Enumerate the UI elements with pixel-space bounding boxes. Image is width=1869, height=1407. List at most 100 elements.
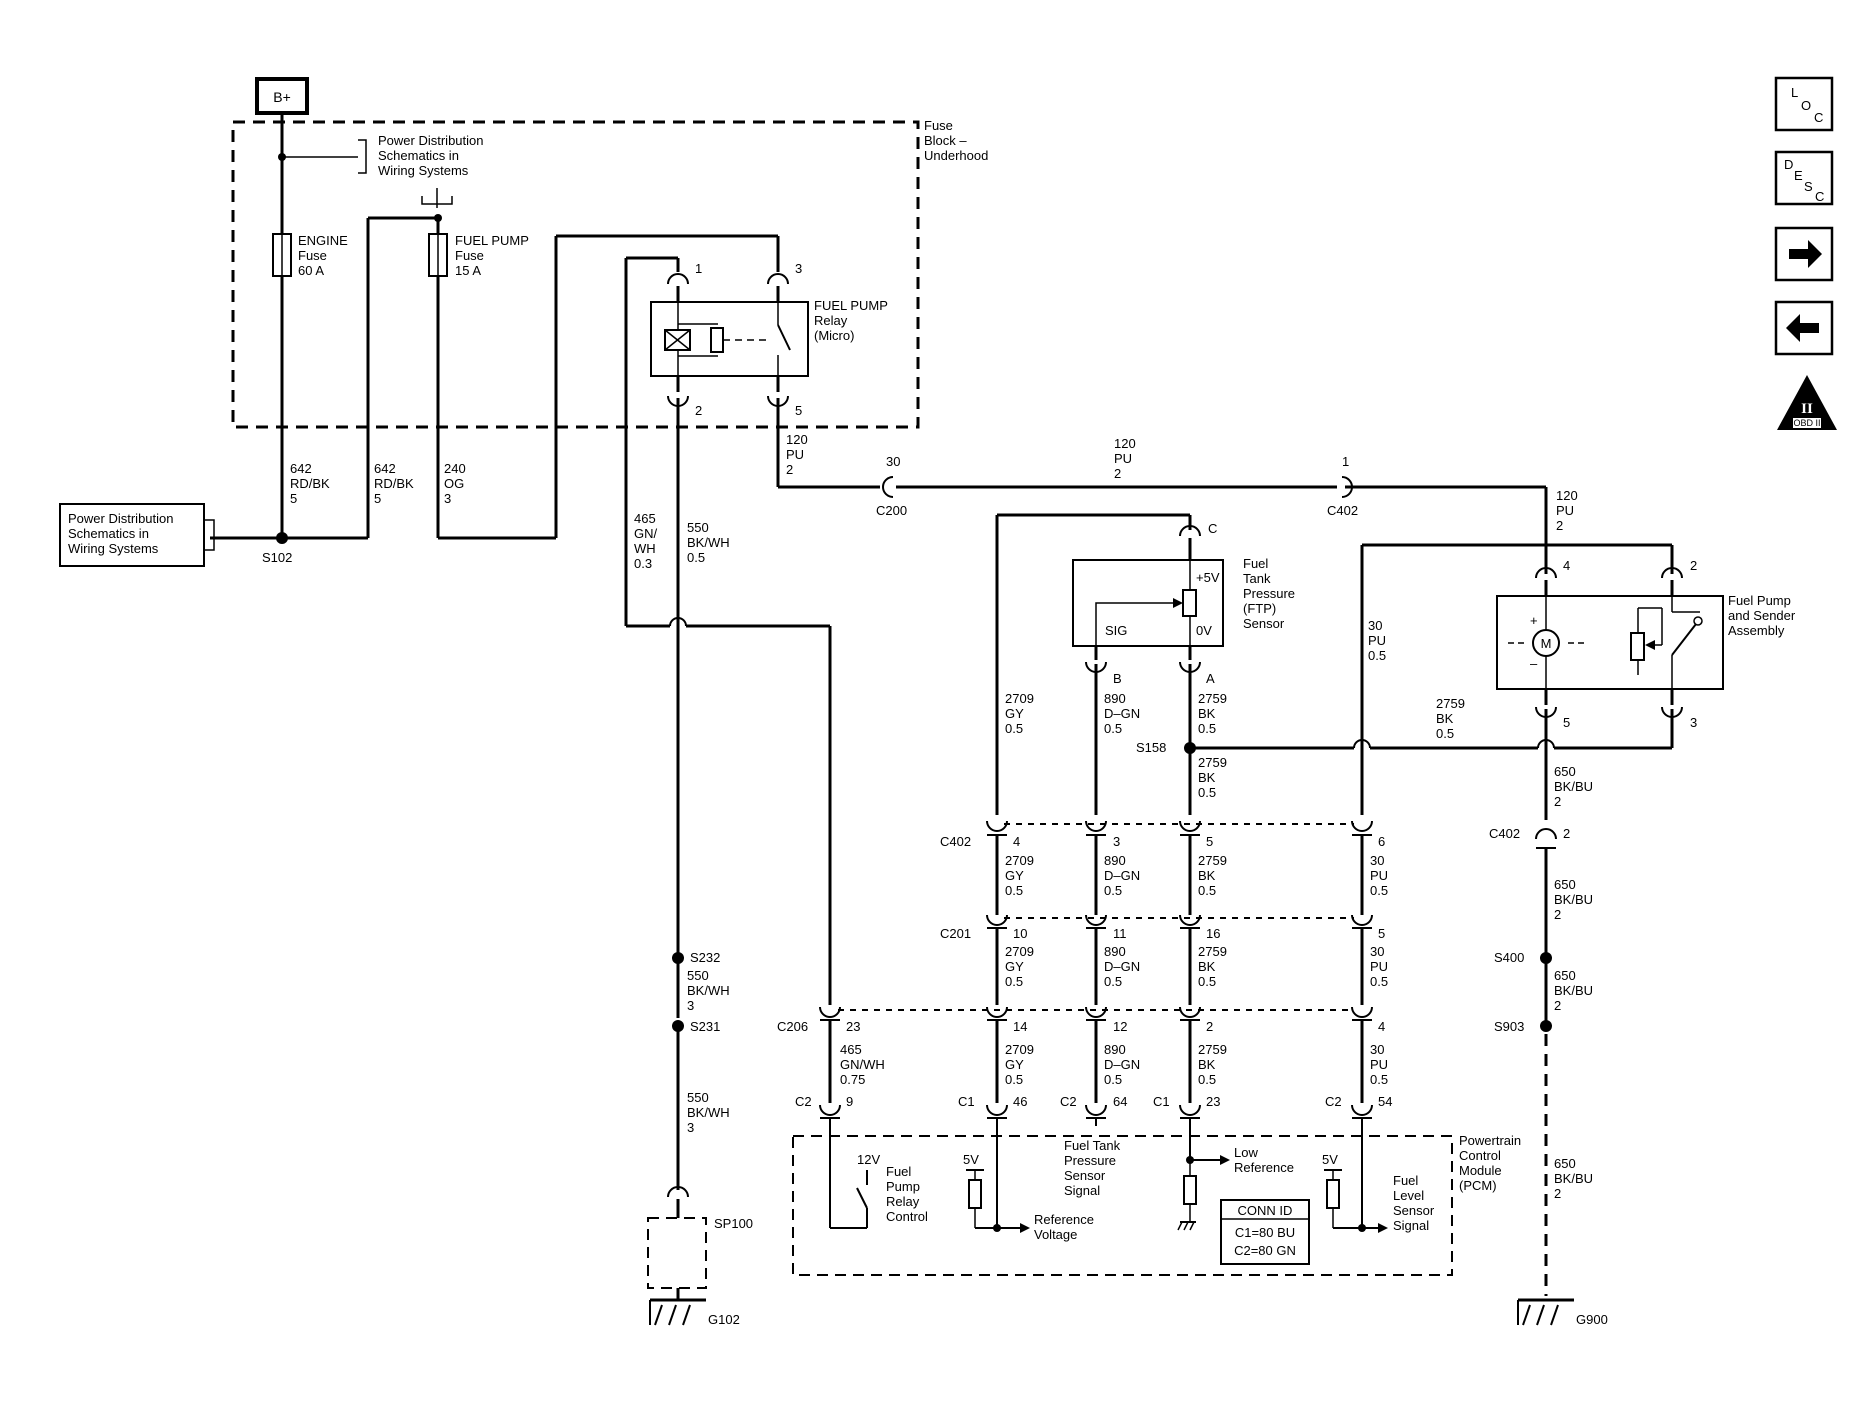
svg-text:C402: C402 — [1489, 826, 1520, 841]
fuse-block-boundary — [231, 120, 920, 429]
next-arrow-button[interactable] — [1774, 226, 1834, 282]
svg-text:C2: C2 — [1060, 1094, 1077, 1109]
svg-text:OBD II: OBD II — [1793, 418, 1820, 428]
connector-c402-mid: C402 4 3 5 6 — [940, 820, 1385, 915]
svg-text:1: 1 — [1342, 454, 1349, 469]
svg-text:+: + — [1530, 613, 1538, 628]
svg-text:5V: 5V — [1322, 1152, 1338, 1167]
svg-text:S231: S231 — [690, 1019, 720, 1034]
svg-text:B+: B+ — [273, 89, 291, 105]
location-button[interactable]: L O C — [1774, 76, 1834, 132]
svg-text:2: 2 — [1563, 826, 1570, 841]
svg-text:C1: C1 — [958, 1094, 975, 1109]
splice-s102-label: S102 — [262, 550, 292, 565]
connector-c402-right: C402 2 — [1489, 826, 1570, 849]
svg-text:12: 12 — [1113, 1019, 1127, 1034]
svg-text:II: II — [1801, 401, 1813, 417]
arrow-left-icon — [1786, 314, 1819, 342]
connector-c201: C201 10 11 16 5 — [940, 914, 1385, 1005]
svg-text:G102: G102 — [708, 1312, 740, 1327]
svg-text:A: A — [1206, 671, 1215, 686]
svg-text:C2=80 GN: C2=80 GN — [1234, 1243, 1296, 1258]
svg-text:6: 6 — [1378, 834, 1385, 849]
svg-text:+5V: +5V — [1196, 570, 1220, 585]
svg-text:C2: C2 — [1325, 1094, 1342, 1109]
svg-text:1: 1 — [695, 261, 702, 276]
svg-text:S232: S232 — [690, 950, 720, 965]
splice-s102 — [276, 532, 288, 544]
description-button[interactable]: D E S C — [1774, 150, 1834, 206]
ground-g102: G102 — [649, 1288, 740, 1327]
obd-ii-button[interactable]: OBD II II — [1777, 375, 1837, 430]
svg-text:3: 3 — [795, 261, 802, 276]
svg-text:C1=80 BU: C1=80 BU — [1235, 1225, 1295, 1240]
svg-text:5: 5 — [1206, 834, 1213, 849]
svg-text:C2: C2 — [795, 1094, 812, 1109]
splice-s232 — [672, 952, 684, 964]
svg-text:E: E — [1794, 168, 1803, 183]
svg-text:3: 3 — [1690, 715, 1697, 730]
svg-text:5V: 5V — [963, 1152, 979, 1167]
previous-arrow-button[interactable] — [1774, 300, 1834, 356]
splice-s903 — [1540, 1020, 1552, 1032]
svg-text:C206: C206 — [777, 1019, 808, 1034]
svg-text:S: S — [1804, 179, 1813, 194]
svg-text:C402: C402 — [1327, 503, 1358, 518]
svg-text:4: 4 — [1378, 1019, 1385, 1034]
svg-text:C: C — [1814, 110, 1823, 125]
svg-text:S158: S158 — [1136, 740, 1166, 755]
svg-text:C: C — [1815, 189, 1824, 204]
svg-text:2: 2 — [695, 403, 702, 418]
svg-text:C200: C200 — [876, 503, 907, 518]
svg-text:11: 11 — [1113, 926, 1127, 941]
svg-text:S400: S400 — [1494, 950, 1524, 965]
